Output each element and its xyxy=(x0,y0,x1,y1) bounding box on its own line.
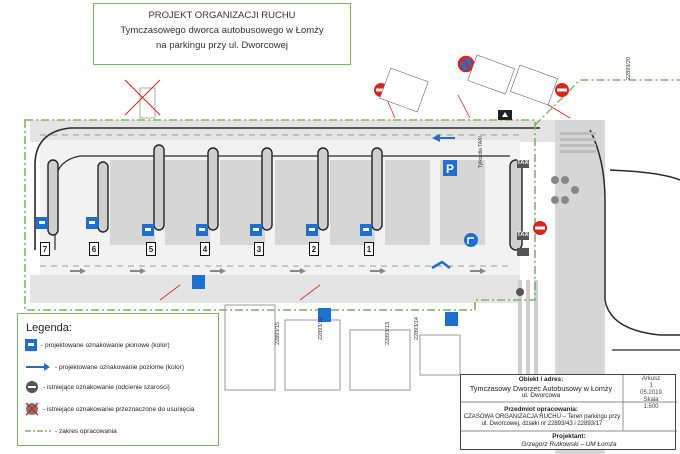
object-header: Obiekt i adres: xyxy=(518,376,564,383)
legend-label: - projektowane oznakowanie pionowe (kolo… xyxy=(41,341,170,349)
designer-name: Grzegorz Rutkowski – UM Łomża xyxy=(521,441,617,448)
taxi-label-bottom: TAXI xyxy=(517,232,531,238)
access-road-bottom xyxy=(30,275,520,303)
bus-stop-signs xyxy=(36,217,458,326)
info-note-b35 xyxy=(467,54,515,95)
access-road-top xyxy=(30,120,565,142)
svg-text:P: P xyxy=(446,162,454,176)
subject-line2: ul. Dworcowej, działki nr 22893/43 i 228… xyxy=(481,421,603,427)
subject-header: Przedmiot opracowania: xyxy=(504,406,578,413)
project-title-box: PROJEKT ORGANIZACJI RUCHU Tymczasowego d… xyxy=(93,3,351,65)
pedestrian-crossing-left xyxy=(518,280,538,380)
stall-number-5: 5 xyxy=(146,242,156,256)
object-street: ul. Dworcowa xyxy=(521,392,561,399)
street-curb-right2 xyxy=(609,169,680,181)
street-curb-right xyxy=(589,129,680,336)
plot-label-22893-14: 22893/14 xyxy=(414,317,420,340)
blue-sign-icon xyxy=(25,339,37,351)
legend-item-boundary: - zakres opracowania xyxy=(24,424,117,438)
title-block-grid xyxy=(461,375,677,432)
object-name: Tymczasowy Dworzec Autobusowy w Łomży xyxy=(469,384,613,393)
stall-number-7: 7 xyxy=(40,242,50,256)
taxi-label-top: TAXI xyxy=(517,160,531,166)
stall-number-2: 2 xyxy=(309,242,319,256)
legend-item-to-remove: - istniejące oznakowanie przeznaczone do… xyxy=(24,402,194,416)
stall-number-3: 3 xyxy=(254,242,264,256)
boundary-line-icon xyxy=(25,430,51,432)
existing-signs xyxy=(516,160,529,296)
plot-label-22893-13: 22893/13 xyxy=(385,322,391,345)
stall-number-1: 1 xyxy=(364,242,374,256)
lower-buildings xyxy=(224,304,461,391)
stall-number-6: 6 xyxy=(89,242,99,256)
parking-p-sign xyxy=(443,160,457,176)
crossed-sign-icon xyxy=(25,402,39,416)
scale-value: 1:500 xyxy=(643,404,659,410)
legend-item-horizontal-marking: - projektowane oznakowanie poziome (kolo… xyxy=(24,360,184,374)
project-title-line3: na parkingu przy ul. Dworcowej xyxy=(155,40,288,51)
stall-number-4: 4 xyxy=(200,242,210,256)
legend-label: - istniejące oznakowanie (odcienie szaro… xyxy=(43,383,170,391)
no-stopping-sign xyxy=(457,55,475,73)
legend-title: Legenda: xyxy=(26,322,72,334)
sheet-value: 1 xyxy=(649,383,653,389)
plot-label-22893-12: 22893/12 xyxy=(318,317,324,340)
bus-islands xyxy=(47,144,523,251)
parking-bays xyxy=(110,160,485,245)
grey-sign-icon xyxy=(26,381,38,393)
project-title-line1: PROJEKT ORGANIZACJI RUCHU xyxy=(148,10,296,21)
blue-turn-arrow xyxy=(431,260,451,270)
scale-label: Skala xyxy=(643,397,659,403)
drawing-date: 05.2019 xyxy=(640,390,662,396)
plot-label-22893-15: 22893/15 xyxy=(275,322,281,345)
designer-header: Projektant: xyxy=(552,433,586,440)
legend-item-existing: - istniejące oznakowanie (odcienie szaro… xyxy=(24,380,170,394)
parking-curb xyxy=(34,127,540,250)
bicycle-area-icons xyxy=(551,176,579,204)
legend-label: - istniejące oznakowanie przeznaczone do… xyxy=(43,405,195,413)
plot-label-22893-20: 22893/20 xyxy=(626,57,632,80)
turn-right-sign xyxy=(464,233,478,247)
direction-arrows xyxy=(70,268,486,274)
legend: Legenda: - projektowane oznakowanie pion… xyxy=(17,313,219,446)
legend-label: - projektowane oznakowanie poziome (kolo… xyxy=(55,363,184,371)
pedestrian-crossing-top xyxy=(560,132,596,153)
blue-arrow-icon xyxy=(26,363,50,371)
info-note-b1-right xyxy=(510,64,558,106)
legend-item-vertical-signs: - projektowane oznakowanie pionowe (kolo… xyxy=(24,338,170,352)
blue-arrow-top xyxy=(432,134,455,142)
drawing-title-block: Obiekt i adres: Tymczasowy Dworzec Autob… xyxy=(460,374,677,450)
subject-line1: CZASOWA ORGANIZACJA RUCHU – Teren parkin… xyxy=(463,414,621,420)
project-title-line2: Tymczasowego dworca autobusowego w Łomży xyxy=(120,25,324,36)
taxi-only-label: Tylko dla TAXI xyxy=(478,136,484,168)
legend-label: - zakres opracowania xyxy=(55,427,117,435)
sign-pole-top xyxy=(139,87,156,119)
sheet-label: Arkusz xyxy=(641,376,661,382)
info-note-b1 xyxy=(379,67,429,113)
